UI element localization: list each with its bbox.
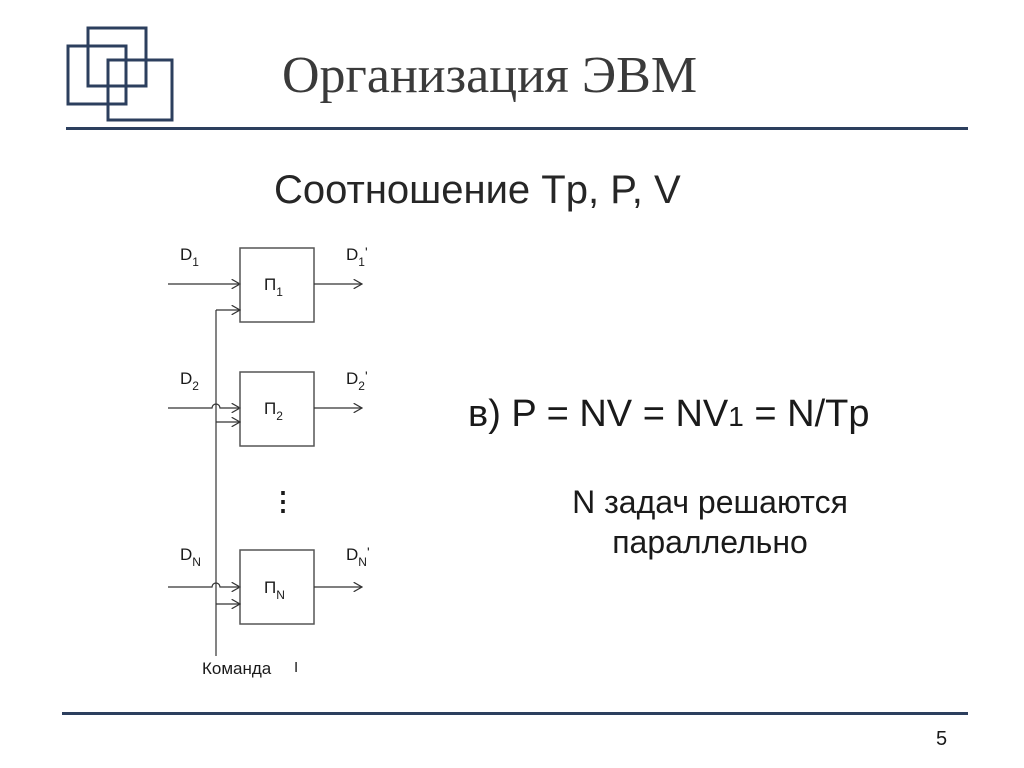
ellipsis-mark: ⋮ [270, 486, 296, 516]
input-label-1: D1 [180, 245, 199, 269]
explanation-note: N задач решаются параллельно [500, 482, 920, 562]
parallel-processors-diagram: D1 П1 D1' D2 П2 D2' ⋮ DN ПN DN' Команда … [168, 244, 370, 678]
processor-label-1: П1 [264, 275, 283, 299]
input-arrow-2 [168, 404, 240, 408]
output-label-n: DN' [346, 544, 370, 569]
output-label-2: D2' [346, 368, 368, 393]
note-line-2: параллельно [612, 524, 808, 560]
formula-prefix: в [468, 393, 489, 435]
logo-icon [66, 26, 174, 122]
processor-label-n: ПN [264, 578, 285, 602]
input-arrow-n [168, 583, 240, 587]
page-number: 5 [936, 728, 948, 750]
output-label-1: D1' [346, 244, 368, 269]
top-divider [66, 127, 968, 130]
input-label-2: D2 [180, 369, 199, 393]
processor-label-2: П2 [264, 399, 283, 423]
input-label-n: DN [180, 545, 201, 569]
formula-tail: = N/Tp [743, 393, 870, 435]
slide-subtitle: Соотношение Tp, P, V [274, 168, 681, 212]
bottom-divider [62, 712, 968, 715]
processor-box-1 [239, 247, 315, 323]
processor-box-n [239, 549, 315, 625]
command-label: Команда [202, 659, 272, 678]
formula: в) P = NV = NV1 = N/Tp [468, 395, 869, 433]
slide-title: Организация ЭВМ [282, 47, 698, 104]
formula-subscript: 1 [728, 401, 744, 432]
processor-box-2 [239, 371, 315, 447]
note-line-1: N задач решаются [572, 484, 848, 520]
formula-body: ) P = NV = NV [488, 393, 729, 435]
command-mark: I [294, 659, 298, 676]
